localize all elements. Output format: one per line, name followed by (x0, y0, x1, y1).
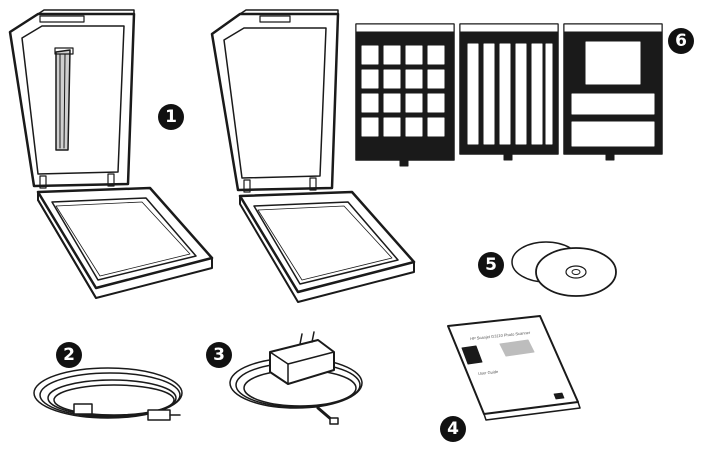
callout-film-holders: 6 (668, 28, 694, 54)
cd-disc-icon (511, 241, 617, 297)
callout-power-adapter: 3 (206, 342, 232, 368)
user-guide-icon (447, 315, 581, 421)
frame-slots (571, 41, 655, 147)
strip-slots (467, 43, 553, 145)
film-strip-icon (54, 47, 74, 151)
callout-usb-cable: 2 (56, 342, 82, 368)
callout-software-cds: 5 (478, 252, 504, 278)
slide-slots (361, 45, 445, 137)
scanner-open-lid-icon (210, 9, 416, 303)
usb-cable-icon (33, 367, 183, 421)
callout-scanner-with-strip: 1 (158, 104, 184, 130)
power-adapter-icon (229, 331, 363, 425)
scanner-with-film-strip-icon (8, 9, 214, 299)
callout-user-guide: 4 (440, 416, 466, 442)
film-holder-icon (355, 23, 663, 167)
